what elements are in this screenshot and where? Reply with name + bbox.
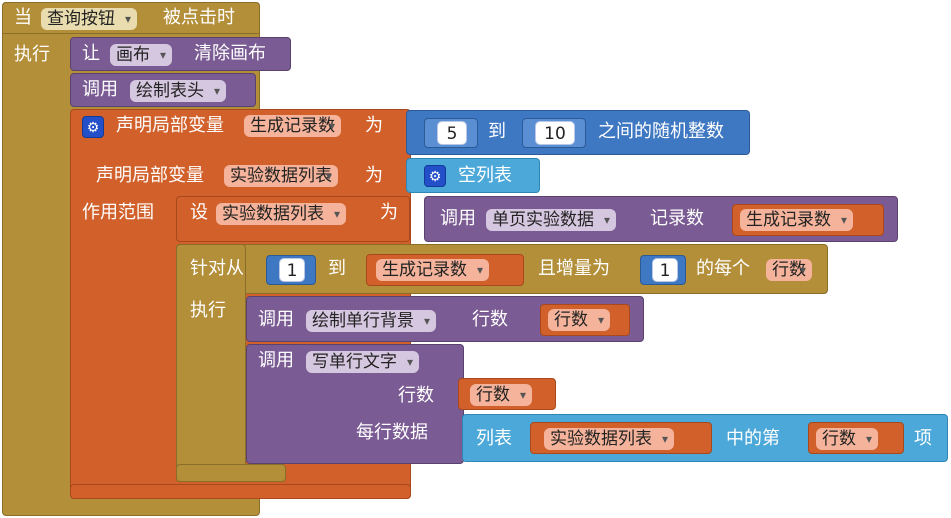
for-step-number[interactable]: 1 [652,258,678,282]
for-loop-var[interactable]: 行数 [766,259,812,281]
empty-list-gear-icon[interactable]: ⚙ [424,165,446,187]
for-do-label: 执行 [190,300,226,321]
call-draw-bg-label: 调用 [258,309,294,330]
random-to-number[interactable]: 10 [535,121,575,145]
local-variable-footer [70,484,411,499]
declare-label-1: 声明局部变量 [116,115,224,136]
item-label: 项 [914,428,932,449]
draw-row-bg-procedure-dropdown[interactable]: 绘制单行背景 [306,310,436,332]
list-label: 列表 [476,428,512,449]
list-var-dropdown[interactable]: 实验数据列表 [544,428,674,450]
event-name-label: 被点击时 [163,7,235,28]
for-to-getter-dropdown[interactable]: 生成记录数 [376,259,489,281]
clear-let-label: 让 [82,43,100,64]
single-page-procedure-dropdown[interactable]: 单页实验数据 [486,209,616,231]
mutator-gear-icon[interactable]: ⚙ [82,116,104,138]
for-to-label: 到 [328,258,346,279]
record-count-getter-dropdown[interactable]: 生成记录数 [740,209,853,231]
draw-header-procedure-dropdown[interactable]: 绘制表头 [130,80,226,102]
for-each-label: 的每个 [696,258,750,279]
for-step-label: 且增量为 [538,258,610,279]
as-label-1: 为 [365,115,383,136]
call-single-page-label: 调用 [440,208,476,229]
index-label: 中的第 [726,428,780,449]
random-suffix-label: 之间的随机整数 [598,121,724,142]
for-range-footer [176,464,286,482]
as-label-2: 为 [365,165,383,186]
event-when-label: 当 [14,7,32,28]
event-do-label: 执行 [14,44,50,65]
canvas-component-dropdown[interactable]: 画布 [110,44,172,66]
write-row-param1-label: 行数 [398,385,434,406]
empty-list-label: 空列表 [458,165,512,186]
for-from-label: 针对从 [190,258,244,279]
write-row-arg1-dropdown[interactable]: 行数 [470,384,532,406]
random-from-number[interactable]: 5 [437,121,467,145]
local-var-data-list[interactable]: 实验数据列表 [224,165,338,187]
draw-bg-param-label: 行数 [472,309,508,330]
set-var-dropdown[interactable]: 实验数据列表 [216,203,346,225]
write-row-param2-label: 每行数据 [356,422,428,443]
write-row-procedure-dropdown[interactable]: 写单行文字 [306,351,419,373]
random-to-label: 到 [488,121,506,142]
event-component-dropdown[interactable]: 查询按钮 [41,8,137,30]
set-label: 设 [190,202,208,223]
call-write-row-label: 调用 [258,350,294,371]
index-var-dropdown[interactable]: 行数 [816,428,878,450]
set-to-label: 为 [380,202,398,223]
call-header-label: 调用 [82,79,118,100]
for-from-number[interactable]: 1 [279,258,305,282]
declare-label-2: 声明局部变量 [96,165,204,186]
draw-bg-arg-dropdown[interactable]: 行数 [548,309,610,331]
empty-list-block[interactable] [406,158,540,193]
record-count-param-label: 记录数 [650,208,704,229]
clear-canvas-block[interactable] [70,37,291,71]
scope-label: 作用范围 [82,202,154,223]
local-var-record-count[interactable]: 生成记录数 [244,115,341,137]
clear-canvas-method-label: 清除画布 [194,43,266,64]
